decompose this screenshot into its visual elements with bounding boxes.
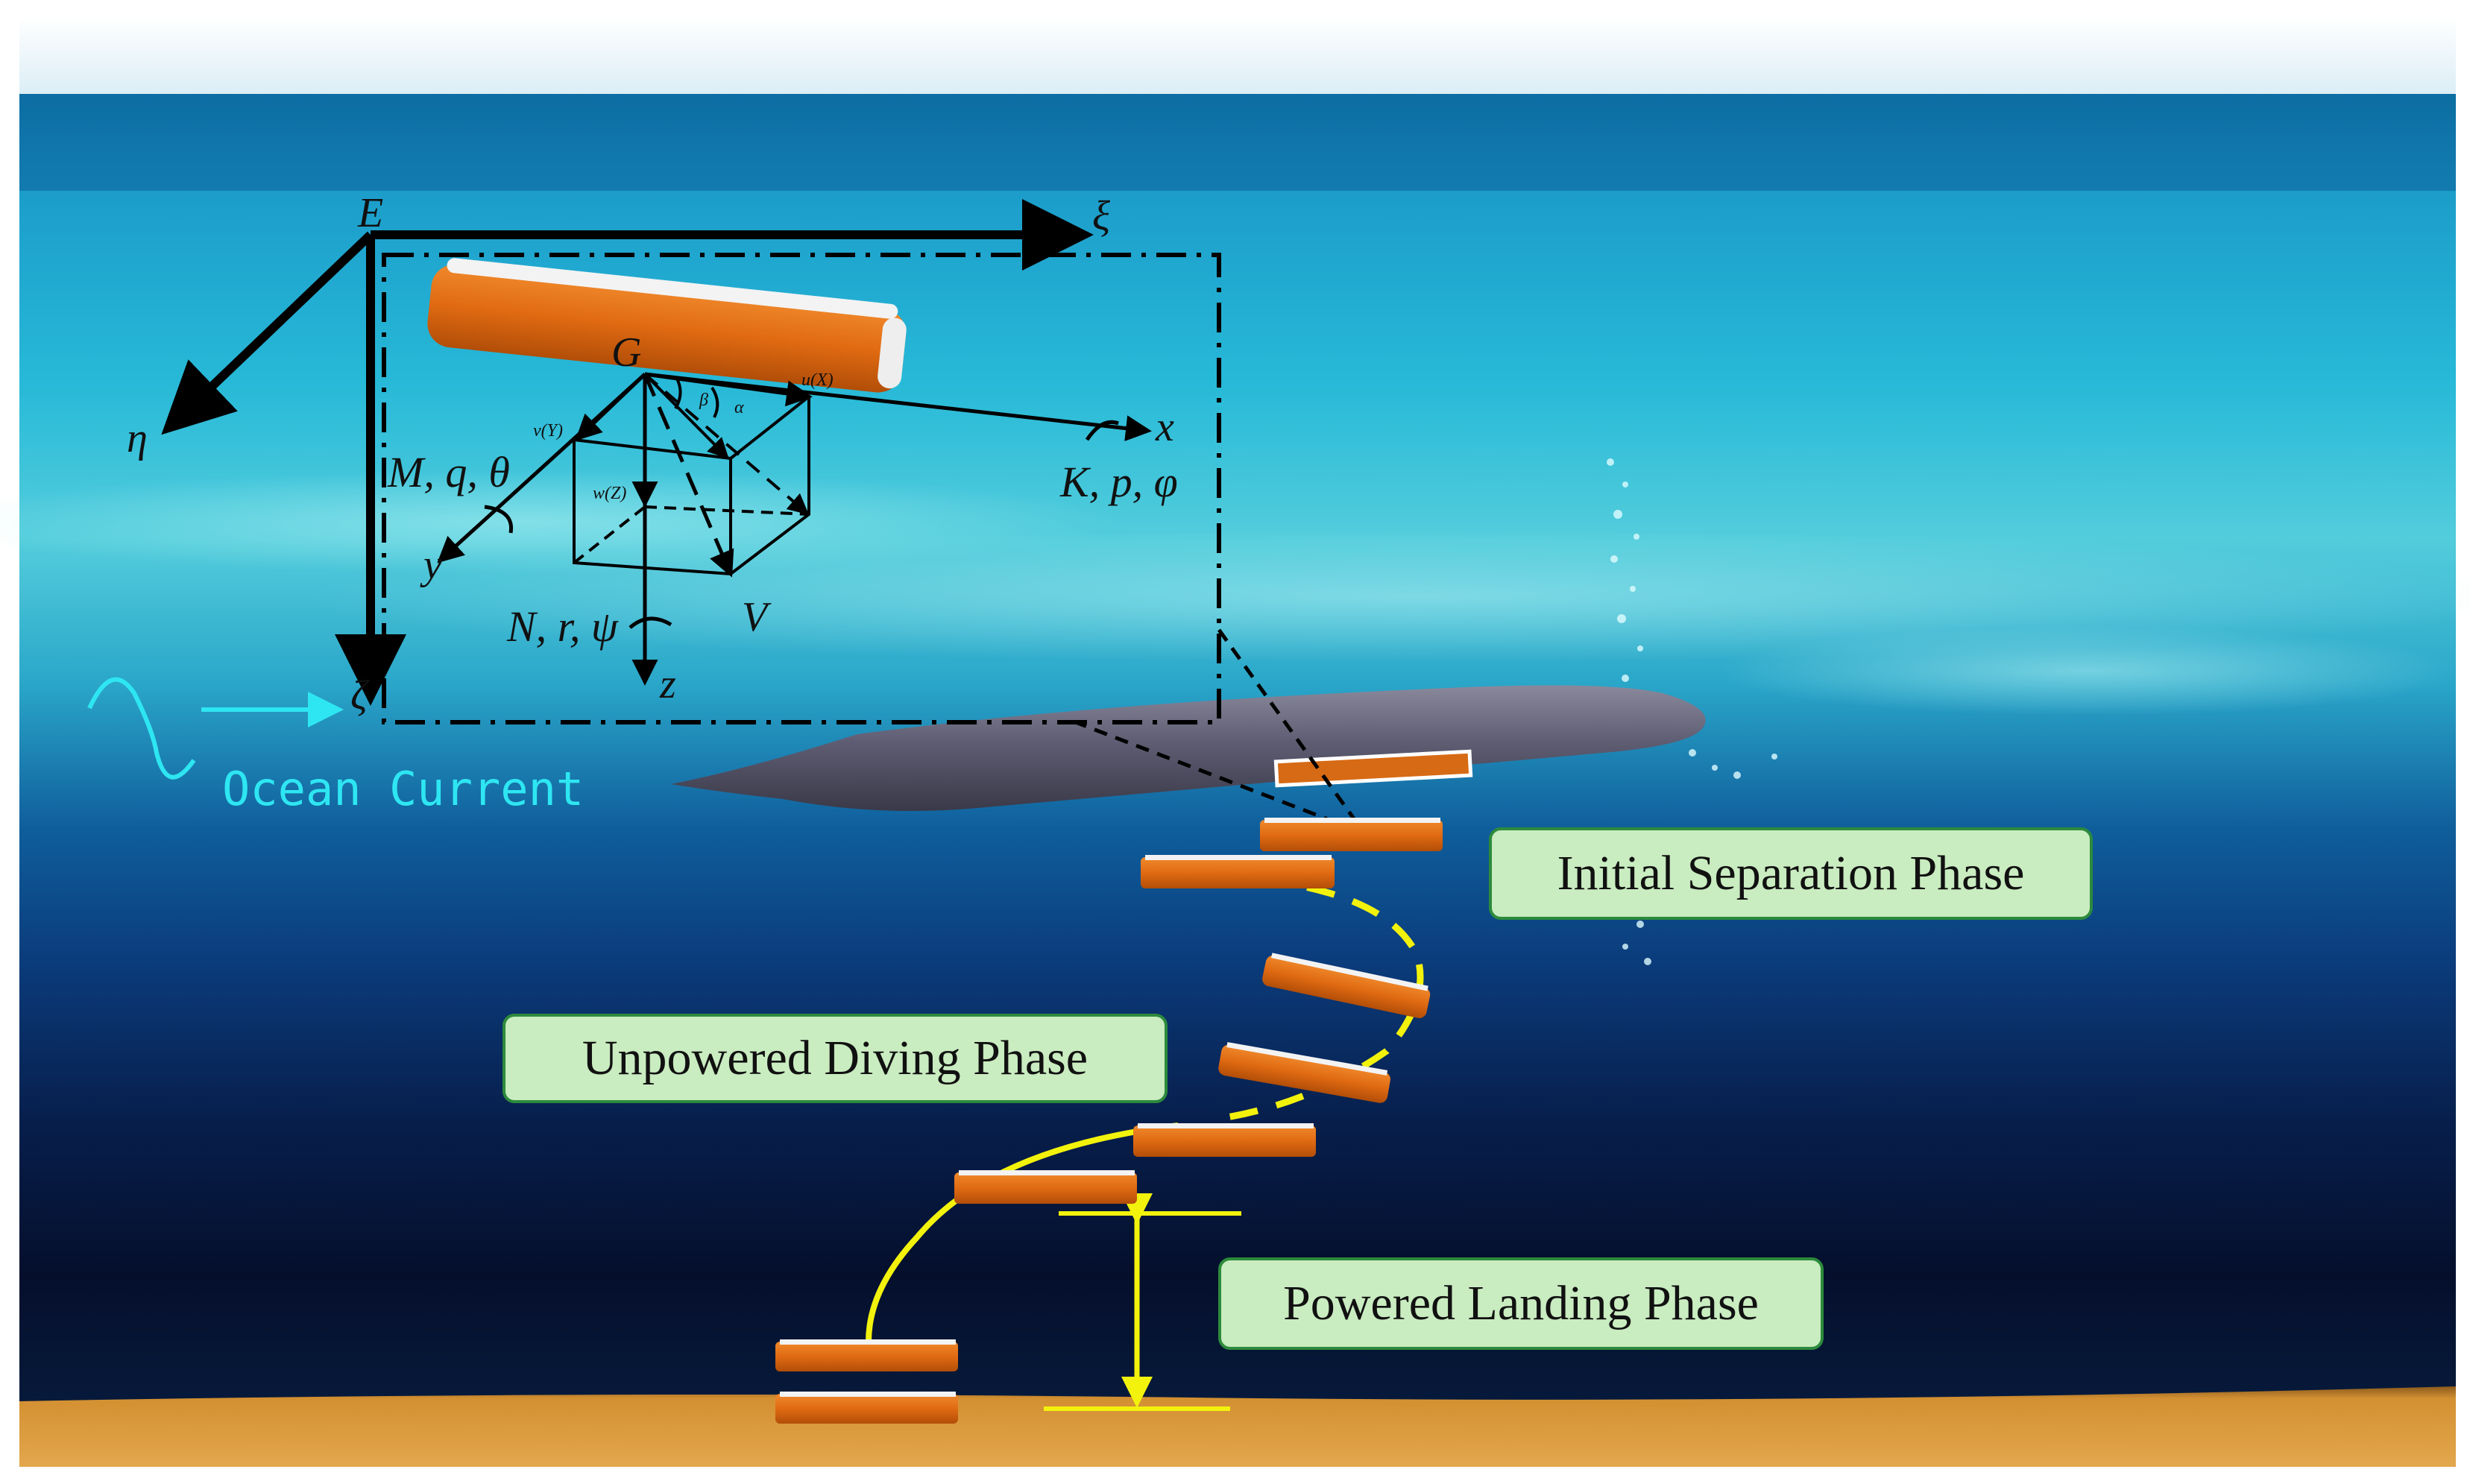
- unpowered-diving-phase-label: Unpowered Diving Phase: [582, 1031, 1088, 1085]
- seabed: [19, 1386, 2456, 1467]
- powered-landing-phase-label: Powered Landing Phase: [1283, 1276, 1759, 1330]
- leader-line: [1217, 628, 1367, 835]
- vehicle-pos-1: [1260, 818, 1443, 851]
- alpha-label: α: [734, 398, 744, 417]
- vehicle-sequence: [775, 818, 1443, 1424]
- surface-band: [19, 94, 2456, 191]
- light-haze: [1715, 626, 2460, 716]
- pitch-group-label: M, q, θ: [388, 448, 510, 496]
- xi-axis-label: ξ: [1092, 193, 1110, 239]
- unpowered-diving-phase-box: Unpowered Diving Phase: [502, 1014, 1168, 1103]
- vehicle-pos-7: [775, 1339, 958, 1371]
- sky: [19, 16, 2456, 95]
- body-center-label: G: [611, 329, 642, 376]
- roll-group-label: K, p, φ: [1060, 458, 1178, 506]
- initial-separation-phase-label: Initial Separation Phase: [1557, 846, 2025, 900]
- submarine: [671, 685, 1706, 812]
- u-component-label: u(X): [801, 370, 834, 390]
- beta-label: β: [699, 391, 708, 410]
- yaw-group-label: N, r, ψ: [507, 602, 618, 651]
- w-component-label: w(Z): [593, 484, 627, 503]
- velocity-label: V: [742, 594, 768, 640]
- v-vector: [575, 373, 646, 441]
- z-axis-label: z: [660, 661, 676, 707]
- x-axis: [644, 372, 1152, 442]
- beta-arc: [674, 378, 682, 410]
- earth-origin-label: E: [358, 190, 384, 236]
- vehicle-pos-3: [1262, 953, 1431, 1019]
- vehicle-pos-5: [1133, 1123, 1316, 1157]
- y-axis-label: y: [423, 542, 442, 588]
- ocean-current-label: Ocean Current: [222, 762, 585, 816]
- vehicle-pos-4: [1218, 1042, 1390, 1103]
- pitch-rotation-mark: [484, 505, 514, 534]
- velocity-vector: [643, 373, 734, 578]
- roll-rotation-mark: [1085, 420, 1119, 441]
- zeta-axis-label: ζ: [350, 672, 368, 719]
- diag-vector: [643, 373, 810, 515]
- landing-trajectory: [866, 1123, 1179, 1364]
- eta-axis-label: η: [127, 415, 148, 461]
- leader-line: [1073, 719, 1365, 836]
- vehicle-model: [427, 258, 907, 393]
- bubbles: [1607, 458, 1777, 965]
- yaw-rotation-mark: [628, 616, 672, 629]
- eta-axis: [161, 231, 374, 435]
- initial-separation-phase-box: Initial Separation Phase: [1489, 827, 2093, 920]
- light-haze: [0, 470, 1118, 574]
- vehicle-pos-8: [775, 1392, 958, 1424]
- vehicle-pos-6: [954, 1170, 1137, 1204]
- x-axis-label: x: [1156, 404, 1174, 450]
- body-frame-inset: [382, 253, 1221, 724]
- alpha-arc: [711, 386, 719, 418]
- diag-vector: [643, 373, 729, 459]
- dive-trajectory: [1222, 876, 1424, 1122]
- u-vector: [644, 372, 813, 407]
- v-component-label: v(Y): [533, 421, 563, 441]
- ocean-current-wave: [87, 677, 196, 780]
- vehicle-pos-2: [1141, 855, 1335, 888]
- powered-landing-phase-box: Powered Landing Phase: [1218, 1257, 1824, 1350]
